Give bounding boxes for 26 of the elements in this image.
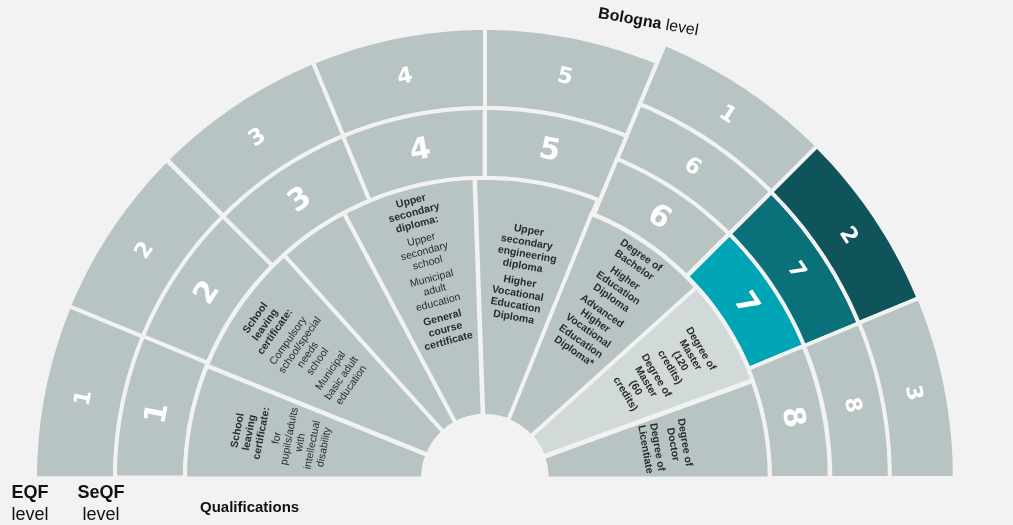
level-label: EQF level bbox=[10, 482, 50, 525]
level-number: 2 bbox=[835, 222, 863, 248]
level-number: 6 bbox=[680, 152, 706, 180]
level-number: 6 bbox=[643, 197, 677, 235]
level-label: Qualifications bbox=[200, 498, 300, 515]
level-number: 2 bbox=[188, 274, 225, 309]
level-number: 1 bbox=[139, 399, 174, 426]
level-number: 2 bbox=[130, 237, 158, 263]
level-number: 8 bbox=[777, 403, 811, 430]
level-number: 7 bbox=[783, 257, 811, 283]
level-number: 1 bbox=[715, 100, 741, 128]
level-label: SeQF level bbox=[76, 482, 126, 525]
qualification-text: Higher Vocational Education Diploma bbox=[488, 271, 546, 327]
level-number: 3 bbox=[281, 181, 316, 218]
level-number: 4 bbox=[406, 132, 433, 167]
level-number: 3 bbox=[244, 123, 270, 151]
level-number: 4 bbox=[395, 63, 415, 89]
qualification-text: Degree of Doctor bbox=[665, 416, 697, 468]
qualification-text: School leaving certificate: bbox=[226, 404, 272, 461]
level-number: 8 bbox=[840, 395, 866, 415]
level-number: 1 bbox=[70, 388, 96, 408]
level-number: 7 bbox=[728, 285, 766, 320]
level-label: Bologna level bbox=[596, 4, 700, 40]
level-number: 5 bbox=[537, 132, 564, 167]
level-number: 5 bbox=[555, 63, 575, 89]
level-number: 3 bbox=[901, 382, 927, 403]
